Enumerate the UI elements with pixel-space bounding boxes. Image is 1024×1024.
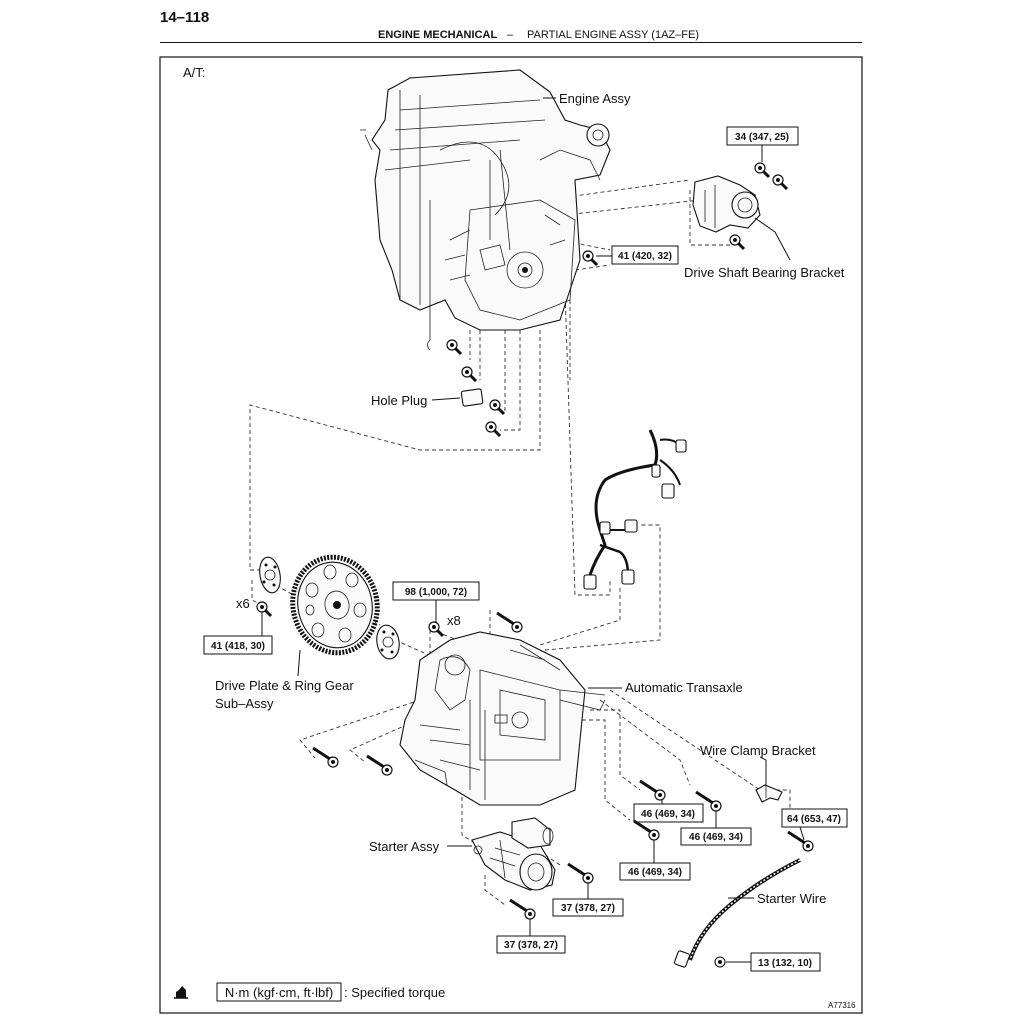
torque-value-bracket-top: 34 (347, 25) (735, 132, 789, 143)
automatic-transaxle-label: Automatic Transaxle (625, 680, 743, 695)
torque-value-flywheel: 98 (1,000, 72) (405, 587, 467, 598)
legend-unit-box (216, 982, 342, 1002)
figure-id: A77316 (828, 1001, 856, 1010)
drive-plate-ring-gear-drawing (290, 554, 380, 656)
bracket-bolt-2 (771, 173, 789, 191)
torque-value-starter-1: 37 (378, 27) (561, 903, 615, 914)
drive-plate-bolt (255, 600, 273, 618)
figure-frame (159, 56, 863, 1014)
section-title: ENGINE MECHANICAL (378, 29, 498, 41)
page-number: 14–118 (160, 9, 210, 26)
torque-value-trans-3: 46 (469, 34) (628, 867, 682, 878)
torque-box-clamp (781, 808, 848, 828)
transaxle-lower-bolt-3 (632, 819, 661, 842)
flywheel-bolt (427, 620, 445, 638)
torque-value-wire-nut: 13 (132, 10) (758, 958, 812, 969)
starter-wire-drawing (673, 858, 801, 968)
torque-value-trans-1: 46 (469, 34) (641, 809, 695, 820)
engine-assy-drawing (360, 69, 611, 351)
torque-value-clamp: 64 (653, 47) (787, 814, 841, 825)
starter-bolt-2 (508, 898, 537, 921)
torque-box-bracket-mid (611, 245, 679, 265)
engine-lower-bolt-2 (460, 365, 478, 383)
starter-wire-label: Starter Wire (757, 891, 826, 906)
header-rule (160, 42, 862, 43)
wire-clamp-bracket-label: Wire Clamp Bracket (700, 743, 816, 758)
starter-assy-drawing (471, 817, 556, 891)
legend-text: : Specified torque (344, 985, 445, 1000)
drive-plate-front-spacer-drawing (376, 624, 400, 660)
torque-box-driveplate (203, 635, 273, 655)
torque-box-starter-1 (552, 898, 624, 917)
torque-box-trans-1 (633, 803, 704, 823)
torque-wrench-icon (174, 986, 188, 999)
starter-assy-label: Starter Assy (369, 839, 440, 854)
quantity-x6: x6 (236, 596, 250, 611)
transaxle-side-bolt-2 (365, 754, 394, 777)
wire-clamp-bolt (786, 830, 815, 853)
transaxle-lower-bolt-1 (638, 779, 667, 802)
engine-wire-harness-drawing (583, 429, 687, 590)
quantity-x8: x8 (447, 613, 461, 628)
torque-value-starter-2: 37 (378, 27) (504, 940, 558, 951)
variant-label: A/T: (183, 65, 205, 80)
engine-bracket-bolt (581, 249, 599, 267)
torque-box-trans-3 (619, 862, 691, 881)
engine-lower-bolt-4 (484, 420, 502, 438)
drive-plate-spacer-drawing (259, 556, 281, 594)
transaxle-side-bolt-1 (311, 746, 340, 769)
drive-plate-label-line2: Sub–Assy (215, 696, 274, 711)
running-header: ENGINE MECHANICAL – PARTIAL ENGINE ASSY … (160, 29, 862, 41)
engine-lower-bolt-3 (488, 398, 506, 416)
wire-clamp-bracket-drawing (755, 784, 783, 803)
engine-assy-label: Engine Assy (559, 91, 631, 106)
torque-box-trans-2 (680, 827, 752, 846)
torque-value-bracket-mid: 41 (420, 32) (618, 251, 672, 262)
engine-lower-bolt-1 (445, 338, 463, 356)
legend-unit: N·m (kgf·cm, ft·lbf) (225, 985, 333, 1000)
torque-box-bracket-top (726, 126, 799, 146)
transaxle-upper-bolt (495, 611, 524, 634)
hole-plug-label: Hole Plug (371, 393, 427, 408)
drive-plate-label-line1: Drive Plate & Ring Gear (215, 678, 354, 693)
drive-shaft-bearing-bracket-label: Drive Shaft Bearing Bracket (684, 265, 845, 280)
torque-box-starter-2 (496, 935, 566, 954)
torque-value-driveplate: 41 (418, 30) (211, 641, 265, 652)
starter-bolt-1 (566, 862, 595, 885)
drive-shaft-bearing-bracket-drawing (692, 175, 761, 233)
automatic-transaxle-drawing (399, 631, 606, 806)
subsection-title: PARTIAL ENGINE ASSY (1AZ–FE) (527, 29, 699, 41)
torque-box-wire-nut (750, 952, 821, 972)
header-separator: – (507, 29, 514, 41)
bracket-bolt-1 (753, 161, 771, 179)
bracket-bolt-3 (728, 233, 746, 251)
hole-plug-drawing (460, 388, 484, 407)
torque-value-trans-2: 46 (469, 34) (689, 832, 743, 843)
